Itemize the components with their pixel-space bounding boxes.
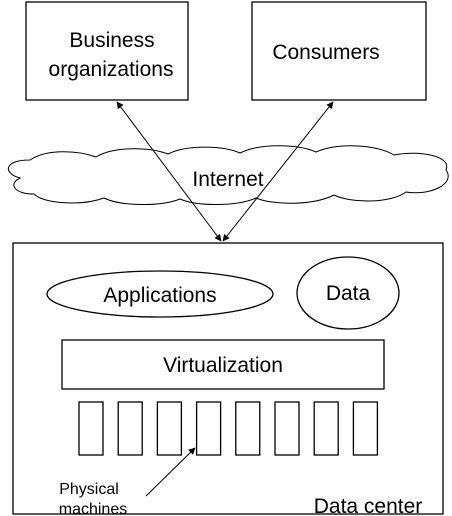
- consumers-label: Consumers: [272, 41, 379, 64]
- physical-machines-label-line1: Physical: [59, 481, 119, 498]
- internet-cloud: Internet: [8, 145, 449, 206]
- internet-label: Internet: [192, 168, 263, 191]
- consumers-datacenter-connector: [222, 101, 334, 242]
- data-center-container: Data center: [12, 242, 444, 516]
- data-label: Data: [326, 282, 371, 305]
- virtualization-layer: Virtualization: [61, 339, 385, 390]
- data-center-label: Data center: [314, 495, 423, 516]
- physical-machine: [274, 401, 300, 456]
- data-node: Data: [296, 256, 400, 330]
- physical-machines-group: [78, 401, 379, 456]
- physical-machines-pointer: [145, 447, 196, 497]
- consumers-node: Consumers: [251, 1, 427, 101]
- applications-node: Applications: [46, 270, 274, 318]
- physical-machine: [78, 401, 104, 456]
- business-datacenter-connector: [116, 101, 222, 242]
- virtualization-label: Virtualization: [163, 354, 283, 377]
- physical-machine: [235, 401, 261, 456]
- physical-machines-label-line2: machines: [59, 501, 127, 516]
- physical-machine: [156, 401, 183, 456]
- business-organizations-node: Business organizations: [25, 1, 189, 101]
- applications-label: Applications: [103, 284, 216, 307]
- physical-machine: [313, 401, 339, 456]
- business-label-line1: Business: [69, 29, 154, 52]
- physical-machine: [117, 401, 143, 456]
- physical-machine: [195, 401, 222, 456]
- physical-machine: [352, 401, 379, 456]
- business-label-line2: organizations: [49, 58, 174, 81]
